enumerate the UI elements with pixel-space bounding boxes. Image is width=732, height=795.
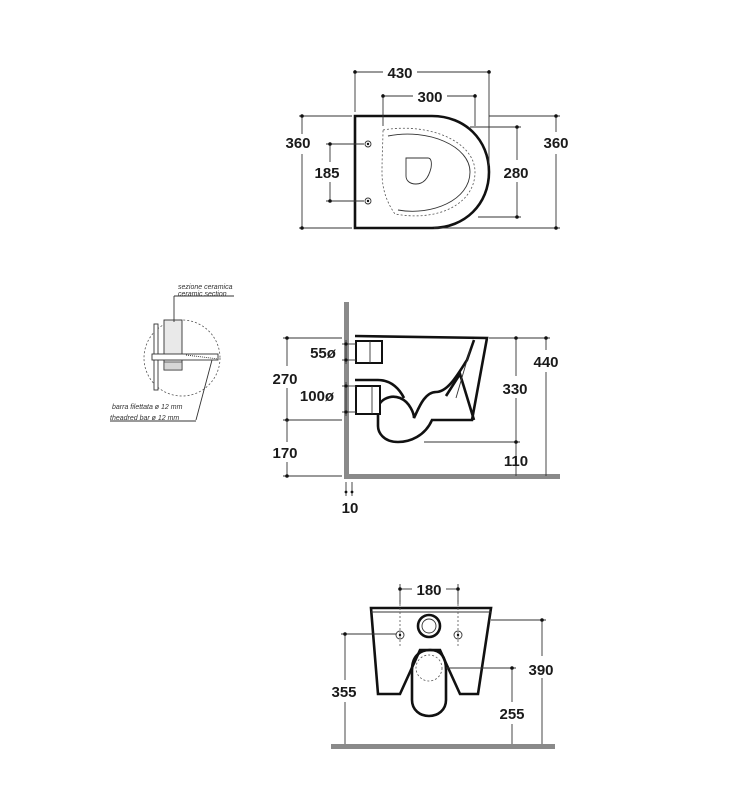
inlet-pipe [355, 340, 383, 364]
top-view-inner-rim [387, 133, 471, 212]
dim-440-label: 440 [533, 354, 558, 371]
dim-110-label: 110 [504, 453, 528, 470]
dim-10-label: 10 [342, 500, 359, 517]
threaded-bar [151, 353, 219, 361]
front-view-inlet [416, 613, 442, 639]
dim-360-left: 360 [285, 114, 352, 230]
dim-180-label: 180 [416, 582, 441, 599]
dim-280: 280 [470, 125, 529, 219]
dim-390-label: 390 [528, 662, 553, 679]
note-bar-en: theadred bar ø 12 mm [110, 415, 179, 422]
dim-330-label: 330 [502, 381, 527, 398]
top-view-seat-outline [381, 127, 476, 217]
note-section-it: sezione ceramica [178, 284, 233, 291]
wall [344, 302, 349, 478]
dim-280-label: 280 [503, 165, 528, 182]
dim-440: 440 [520, 336, 559, 476]
top-view: 430 300 360 [285, 65, 569, 230]
dim-170: 170 [272, 420, 342, 478]
dim-170-label: 170 [272, 445, 297, 462]
dim-270-label: 270 [272, 371, 297, 388]
dim-430: 430 [353, 65, 491, 166]
note-section-en: ceramic section [178, 291, 227, 298]
dim-430-label: 430 [387, 65, 412, 82]
dim-360-right: 360 [434, 114, 569, 230]
dim-185: 185 [314, 142, 364, 203]
dim-300: 300 [381, 89, 477, 126]
front-view-outlet [410, 648, 448, 718]
top-view-bowl-opening [405, 157, 432, 185]
front-view: 180 355 390 255 [331, 582, 555, 749]
dim-390: 390 [491, 618, 554, 744]
note-bar-it: barra filettata ø 12 mm [112, 404, 183, 411]
dim-55-label: 55ø [310, 345, 337, 362]
dim-300-label: 300 [417, 89, 442, 106]
dim-255-label: 255 [499, 706, 524, 723]
detail-circle [143, 319, 221, 397]
dim-185-label: 185 [314, 165, 339, 182]
section-detail: sezione ceramica ceramic section barra f… [110, 284, 234, 422]
dim-360-left-label: 360 [285, 135, 310, 152]
side-view-bowl [354, 334, 489, 444]
side-view: 55ø 100ø 270 170 [272, 302, 560, 517]
front-floor [331, 744, 555, 749]
dim-355-label: 355 [331, 684, 356, 701]
top-view-bowl-outline [353, 114, 491, 230]
dim-330: 330 [424, 336, 528, 476]
dim-100: 100ø [300, 382, 356, 416]
dim-180: 180 [398, 582, 460, 604]
dim-100-label: 100ø [300, 388, 335, 405]
dim-355: 355 [331, 632, 396, 744]
dim-10: 10 [342, 482, 359, 517]
outlet-pipe [355, 385, 381, 415]
front-view-bowl [369, 606, 493, 696]
front-view-fixing-holes [395, 630, 463, 640]
top-view-fixing-holes [364, 140, 372, 205]
dim-360-right-label: 360 [543, 135, 568, 152]
dim-270: 270 [272, 336, 342, 422]
dim-55: 55ø [310, 340, 356, 364]
dim-255: 255 [446, 666, 525, 744]
floor [344, 474, 560, 479]
